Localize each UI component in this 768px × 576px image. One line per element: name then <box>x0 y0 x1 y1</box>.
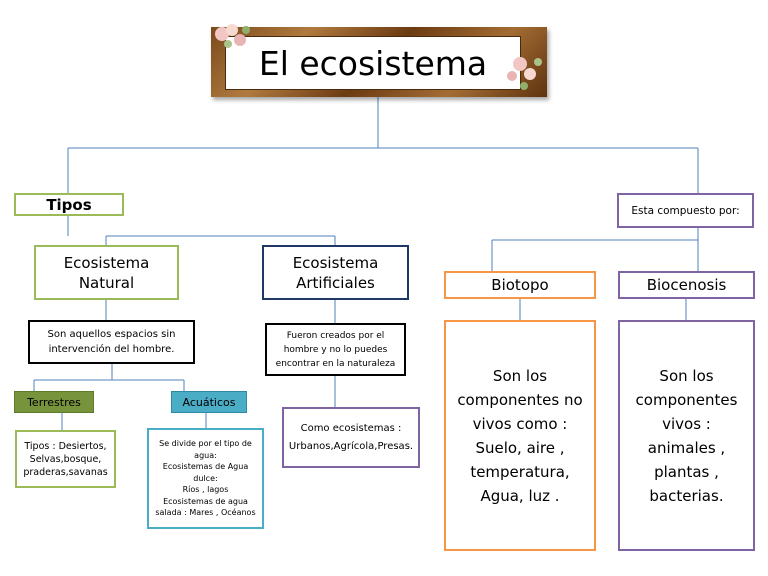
compuesto-label: Esta compuesto por: <box>631 205 739 217</box>
artificial-examples-line2: Urbanos,Agrícola,Presas. <box>289 438 413 456</box>
natural-desc-line1: Son aquellos espacios sin <box>48 327 176 342</box>
biotopo-line3: vivos como : <box>473 412 568 436</box>
acuaticos-line7: salada : Mares , Océanos <box>155 507 255 519</box>
artificial-title-box: Ecosistema Artificiales <box>262 245 409 300</box>
biotopo-line6: Agua, luz . <box>480 484 559 508</box>
terrestres-box: Tipos : Desiertos, Selvas,bosque, prader… <box>15 430 116 488</box>
biocenosis-line3: vivos : <box>662 412 711 436</box>
artificial-examples-line1: Como ecosistemas : <box>301 420 402 438</box>
natural-title-line1: Ecosistema <box>64 253 150 273</box>
biocenosis-line6: bacterias. <box>649 484 723 508</box>
artificial-title-line1: Ecosistema <box>293 253 379 273</box>
biocenosis-line5: plantas , <box>654 460 719 484</box>
acuaticos-line6: Ecosistemas de agua <box>163 496 248 508</box>
biotopo-line1: Son los <box>493 364 547 388</box>
biocenosis-label: Biocenosis <box>647 276 727 294</box>
biocenosis-title-box: Biocenosis <box>618 271 755 299</box>
title-text: El ecosistema <box>259 44 487 83</box>
terrestres-line3: praderas,savanas <box>23 466 107 479</box>
natural-desc-line2: intervención del hombre. <box>49 342 175 357</box>
page-title: El ecosistema <box>225 36 521 90</box>
acuaticos-line2: agua: <box>194 450 217 462</box>
tipos-box: Tipos <box>14 193 124 216</box>
artificial-desc-line3: encontrar en la naturaleza <box>276 357 396 371</box>
artificial-desc-box: Fueron creados por el hombre y no lo pue… <box>265 323 406 376</box>
artificial-desc-line2: hombre y no lo puedes <box>284 343 388 357</box>
acuaticos-box: Se divide por el tipo de agua: Ecosistem… <box>147 428 264 529</box>
acuaticos-line3: Ecosistemas de Agua <box>163 461 248 473</box>
natural-title-box: Ecosistema Natural <box>34 245 179 300</box>
terrestres-tag: Terrestres <box>14 391 94 413</box>
acuaticos-label: Acuáticos <box>183 396 236 409</box>
tipos-label: Tipos <box>46 196 91 214</box>
biocenosis-desc-box: Son los componentes vivos : animales , p… <box>618 320 755 551</box>
artificial-title-line2: Artificiales <box>296 273 375 293</box>
biotopo-line2: componentes no <box>457 388 582 412</box>
biocenosis-line4: animales , <box>648 436 725 460</box>
acuaticos-line5: Ríos , lagos <box>183 484 229 496</box>
artificial-examples-box: Como ecosistemas : Urbanos,Agrícola,Pres… <box>282 407 420 468</box>
artificial-desc-line1: Fueron creados por el <box>287 329 385 343</box>
natural-title-line2: Natural <box>79 273 134 293</box>
acuaticos-line4: dulce: <box>193 473 217 485</box>
biotopo-label: Biotopo <box>491 276 548 294</box>
terrestres-line2: Selvas,bosque, <box>30 453 102 466</box>
biotopo-line5: temperatura, <box>470 460 569 484</box>
compuesto-box: Esta compuesto por: <box>617 193 754 228</box>
biocenosis-line1: Son los <box>659 364 713 388</box>
terrestres-line1: Tipos : Desiertos, <box>24 440 106 453</box>
biocenosis-line2: componentes <box>636 388 738 412</box>
biotopo-line4: Suelo, aire , <box>475 436 564 460</box>
biotopo-title-box: Biotopo <box>444 271 596 299</box>
acuaticos-tag: Acuáticos <box>171 391 247 413</box>
terrestres-label: Terrestres <box>27 396 81 409</box>
natural-desc-box: Son aquellos espacios sin intervención d… <box>28 320 195 364</box>
acuaticos-line1: Se divide por el tipo de <box>159 438 252 450</box>
biotopo-desc-box: Son los componentes no vivos como : Suel… <box>444 320 596 551</box>
